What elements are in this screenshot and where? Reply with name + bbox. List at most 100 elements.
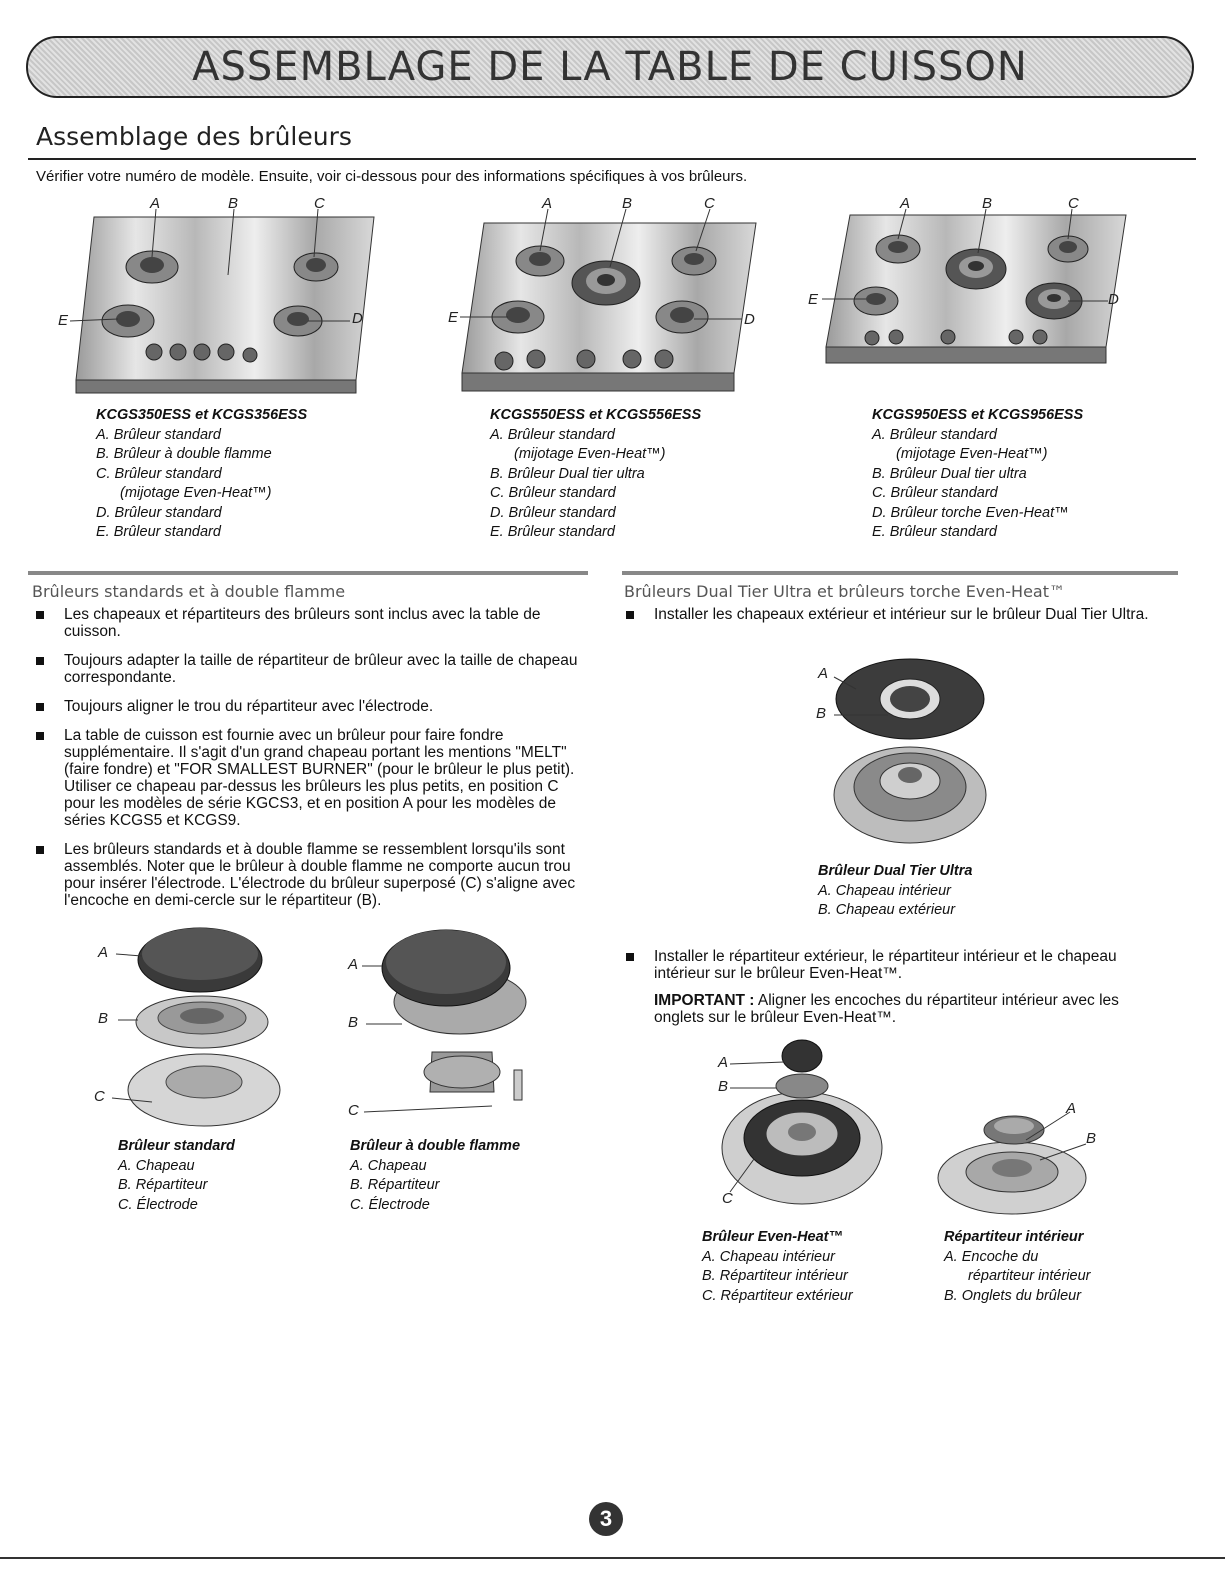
even-heat-caption: Brûleur Even-Heat™ A. Chapeau intérieur …	[702, 1228, 853, 1306]
bullet-item: Les brûleurs standards et à double flamm…	[34, 841, 589, 909]
model-caption-1: KCGS350ESS et KCGS356ESS A. Brûleur stan…	[96, 406, 307, 543]
model-caption-2: KCGS550ESS et KCGS556ESS A. Brûleur stan…	[490, 406, 701, 543]
standard-burner-caption: Brûleur standard A. Chapeau B. Répartite…	[118, 1137, 235, 1215]
caption-item: A. Encoche du	[944, 1248, 1039, 1265]
double-flame-burner-figure: A B C	[342, 922, 542, 1132]
page-number: 3	[589, 1502, 623, 1536]
bullet-item: Installer les chapeaux extérieur et inté…	[624, 606, 1164, 623]
label-c: C	[348, 1102, 359, 1119]
inner-spreader-figure: A B	[930, 1100, 1110, 1220]
label-c: C	[94, 1088, 105, 1105]
model-title: KCGS950ESS et KCGS956ESS	[872, 407, 1084, 423]
label-c: C	[314, 195, 325, 212]
caption-item: E. Brûleur standard	[96, 524, 221, 540]
important-label: IMPORTANT :	[654, 992, 755, 1009]
model-title: KCGS550ESS et KCGS556ESS	[490, 407, 702, 423]
caption-item: A. Chapeau intérieur	[818, 882, 951, 899]
figure-title: Brûleur standard	[118, 1138, 235, 1154]
bullet-item: Installer le répartiteur extérieur, le r…	[624, 948, 1164, 1026]
caption-item: B. Brûleur Dual tier ultra	[490, 465, 645, 482]
caption-item: B. Chapeau extérieur	[818, 902, 956, 918]
important-note: IMPORTANT : Aligner les encoches du répa…	[654, 992, 1164, 1026]
label-a: A	[150, 195, 161, 212]
bullet-item: Les chapeaux et répartiteurs des brûleur…	[34, 606, 589, 640]
caption-item: C. Électrode	[350, 1196, 430, 1213]
section-title: Assemblage des brûleurs	[36, 122, 352, 151]
caption-item: B. Brûleur Dual tier ultra	[872, 465, 1027, 482]
page-title: ASSEMBLAGE DE LA TABLE DE CUISSON	[192, 44, 1028, 90]
caption-item: répartiteur intérieur	[968, 1268, 1091, 1284]
caption-item: B. Brûleur à double flamme	[96, 446, 272, 462]
caption-item: (mijotage Even-Heat™)	[896, 446, 1048, 462]
section-rule	[28, 158, 1196, 160]
figure-title: Répartiteur intérieur	[944, 1229, 1084, 1245]
caption-item: E. Brûleur standard	[872, 524, 997, 540]
caption-item: E. Brûleur standard	[490, 524, 615, 540]
label-b: B	[228, 195, 239, 212]
caption-item: A. Chapeau	[118, 1157, 195, 1174]
bullet-item: La table de cuisson est fournie avec un …	[34, 727, 589, 829]
label-b: B	[718, 1078, 729, 1095]
label-a: A	[900, 195, 911, 212]
caption-item: A. Chapeau	[350, 1157, 427, 1174]
figure-title: Brûleur Even-Heat™	[702, 1229, 844, 1245]
label-c: C	[1068, 195, 1079, 212]
caption-item: A. Brûleur standard	[872, 426, 997, 443]
cooktop-diagram-3: A B C D E	[806, 195, 1136, 380]
even-heat-burner-figure: A B C	[706, 1038, 886, 1228]
caption-item: B. Répartiteur intérieur	[702, 1268, 848, 1284]
caption-item: B. Répartiteur	[118, 1177, 208, 1193]
caption-item: C. Brûleur standard	[490, 485, 616, 501]
cooktop-diagram-2: A B C D E	[444, 195, 774, 405]
caption-item: A. Chapeau intérieur	[702, 1248, 835, 1265]
caption-item: C. Brûleur standard	[872, 485, 998, 501]
model-title: KCGS350ESS et KCGS356ESS	[96, 407, 308, 423]
standard-burner-figure: A B C	[92, 922, 292, 1132]
label-a: A	[98, 944, 109, 961]
important-text: Aligner les encoches du répartiteur inté…	[654, 992, 1119, 1026]
inner-spreader-caption: Répartiteur intérieur A. Encoche du répa…	[944, 1228, 1091, 1306]
right-bullet-list-1: Installer les chapeaux extérieur et inté…	[624, 606, 1164, 635]
label-d: D	[744, 311, 755, 328]
label-e: E	[58, 312, 69, 329]
label-b: B	[348, 1014, 359, 1031]
caption-item: D. Brûleur standard	[490, 504, 616, 521]
left-heading: Brûleurs standards et à double flamme	[32, 582, 346, 601]
caption-item: (mijotage Even-Heat™)	[514, 446, 666, 462]
label-a: A	[542, 195, 553, 212]
label-c: C	[722, 1190, 733, 1207]
figure-title: Brûleur Dual Tier Ultra	[818, 863, 973, 879]
label-b: B	[982, 195, 993, 212]
bullet-item: Toujours aligner le trou du répartiteur …	[34, 698, 589, 715]
left-bullet-list: Les chapeaux et répartiteurs des brûleur…	[34, 606, 589, 921]
right-bullet-list-2: Installer le répartiteur extérieur, le r…	[624, 948, 1164, 1038]
label-e: E	[808, 291, 819, 308]
caption-item: A. Brûleur standard	[96, 426, 221, 443]
intro-text: Vérifier votre numéro de modèle. Ensuite…	[36, 168, 748, 185]
model-caption-3: KCGS950ESS et KCGS956ESS A. Brûleur stan…	[872, 406, 1083, 543]
label-a: A	[348, 956, 359, 973]
caption-item: D. Brûleur torche Even-Heat™	[872, 504, 1069, 521]
cooktop-diagram-1: A B C D E	[56, 195, 376, 405]
dual-tier-burner-figure: A B	[812, 655, 1002, 860]
label-b: B	[1086, 1130, 1097, 1147]
right-column-bar	[622, 571, 1178, 575]
caption-item: (mijotage Even-Heat™)	[120, 485, 272, 501]
bullet-item: Toujours adapter la taille de répartiteu…	[34, 652, 589, 686]
bottom-rule	[0, 1557, 1225, 1559]
left-column-bar	[28, 571, 588, 575]
label-d: D	[352, 310, 363, 327]
label-c: C	[704, 195, 715, 212]
caption-item: C. Brûleur standard	[96, 465, 222, 482]
caption-item: D. Brûleur standard	[96, 504, 222, 521]
bullet-text: Installer le répartiteur extérieur, le r…	[654, 948, 1117, 982]
label-d: D	[1108, 291, 1119, 308]
title-banner: ASSEMBLAGE DE LA TABLE DE CUISSON	[26, 36, 1194, 98]
label-b: B	[816, 705, 827, 722]
label-a: A	[718, 1054, 729, 1071]
label-a: A	[1066, 1100, 1077, 1117]
right-heading: Brûleurs Dual Tier Ultra et brûleurs tor…	[624, 582, 1066, 601]
label-a: A	[818, 665, 829, 682]
caption-item: B. Répartiteur	[350, 1177, 440, 1193]
dual-tier-caption: Brûleur Dual Tier Ultra A. Chapeau intér…	[818, 862, 972, 921]
